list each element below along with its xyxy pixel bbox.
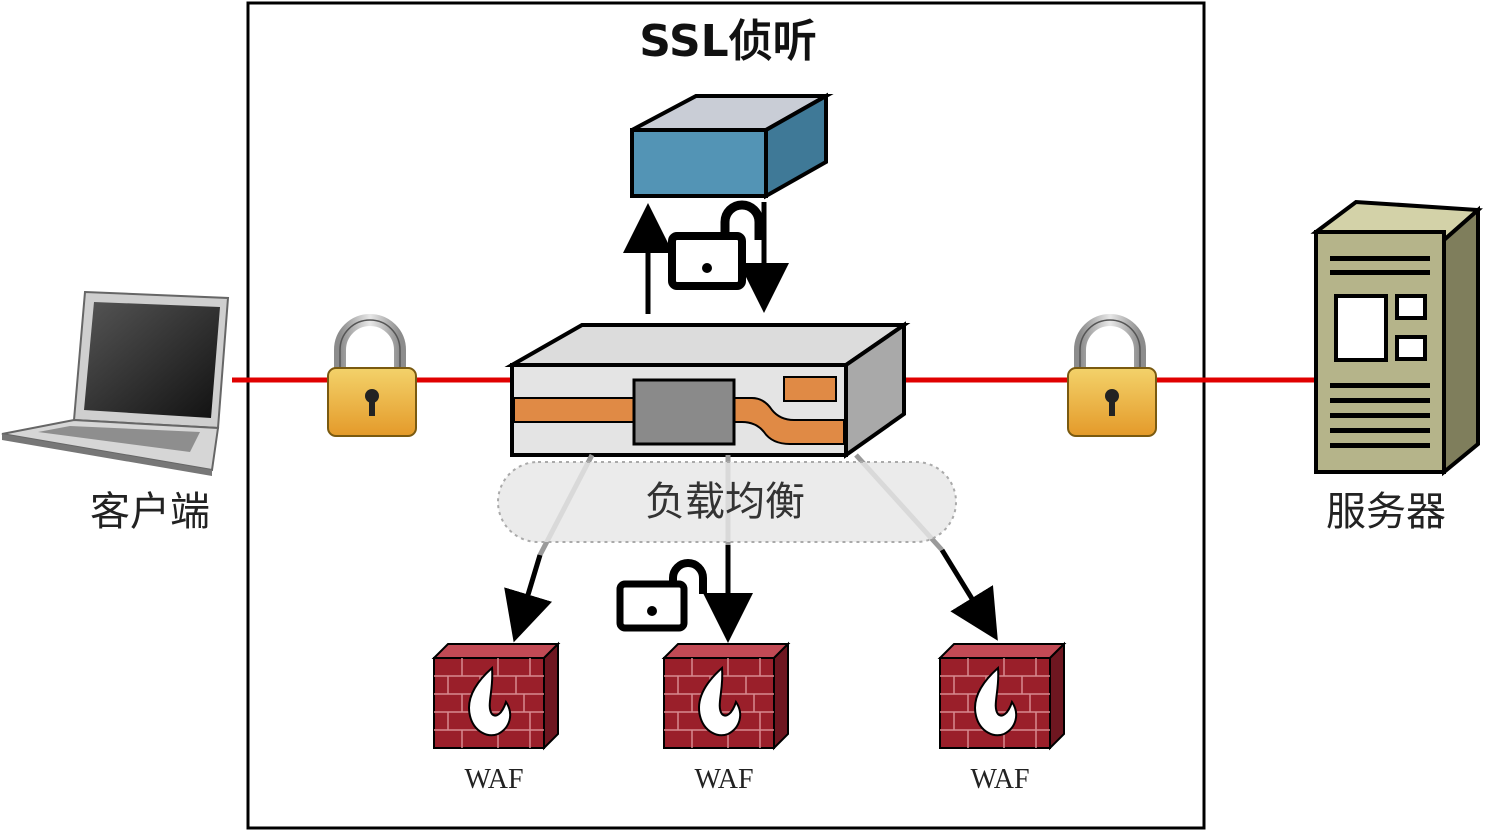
server-label: 服务器 xyxy=(1326,489,1446,535)
firewall-icon xyxy=(661,641,791,751)
network-appliance-icon xyxy=(504,321,911,459)
waf-label: WAF xyxy=(970,764,1029,795)
interception-frame xyxy=(246,1,1206,830)
sniffer-box-icon xyxy=(630,92,834,200)
lock-closed-icon xyxy=(1067,314,1157,437)
load-balancer-label: 负载均衡 xyxy=(645,479,805,525)
lock-open-icon xyxy=(668,200,764,290)
firewall-icon xyxy=(937,641,1067,751)
lock-open-icon xyxy=(616,559,707,632)
server-tower-icon xyxy=(1310,199,1483,477)
client-label: 客户端 xyxy=(90,489,210,535)
lock-closed-icon xyxy=(327,314,417,437)
waf-label: WAF xyxy=(464,764,523,795)
waf-label: WAF xyxy=(694,764,753,795)
firewall-icon xyxy=(431,641,561,751)
arrow-to-waf-3 xyxy=(939,548,998,641)
diagram-title: SSL侦听 xyxy=(639,16,816,67)
arrow-to-waf-1 xyxy=(504,554,553,643)
laptop-icon xyxy=(1,290,230,476)
load-balancer-label-pill xyxy=(497,461,957,543)
